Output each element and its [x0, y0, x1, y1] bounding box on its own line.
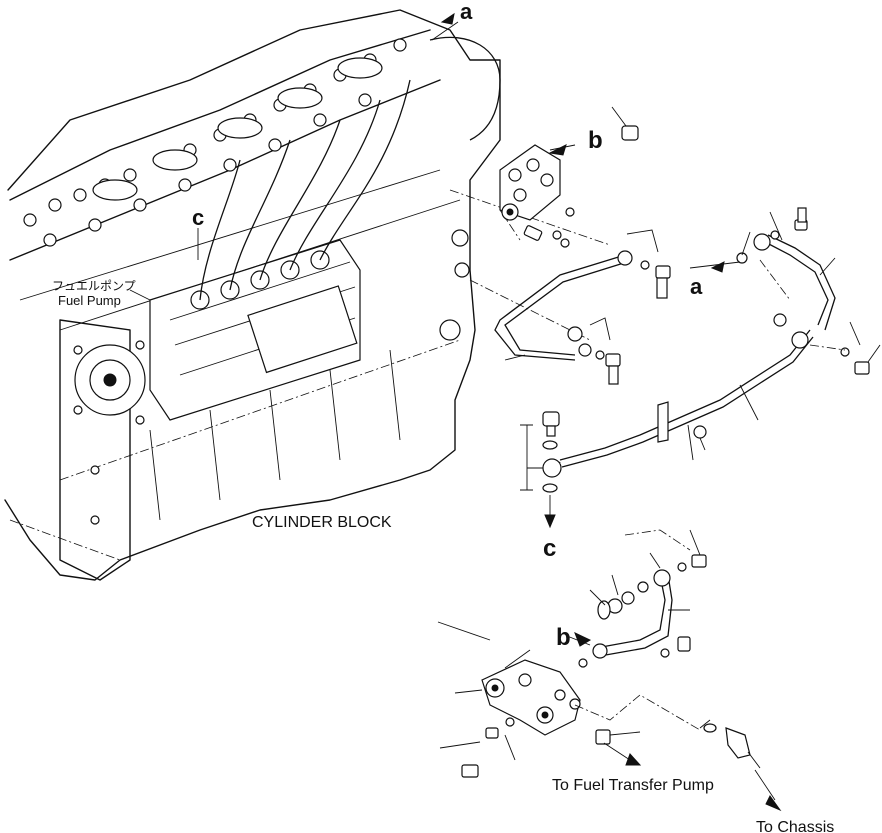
- arrow-fuel-transfer-icon: [625, 753, 642, 766]
- ref-c-engine: c: [192, 205, 204, 230]
- to-fuel-transfer-pump-label: To Fuel Transfer Pump: [552, 777, 714, 794]
- ref-c-pipe: c: [543, 535, 556, 562]
- engine-assembly: [4, 9, 501, 581]
- ref-a-mid: a: [690, 274, 703, 299]
- ref-a-top: a: [460, 0, 473, 24]
- ref-b-top: b: [588, 127, 603, 154]
- arrow-b-top-icon: [548, 144, 567, 156]
- cylinder-block-label: CYLINDER BLOCK: [252, 514, 392, 531]
- arrow-a-mid-icon: [710, 261, 725, 273]
- arrow-a-top-icon: [440, 12, 455, 25]
- ref-b-bottom: b: [556, 624, 571, 651]
- fuel-pump-label-jp: フュエルポンプ: [52, 279, 136, 293]
- arrow-chassis-icon: [765, 795, 782, 812]
- fuel-injection-pump: [149, 239, 361, 421]
- to-chassis-label: To Chassis: [756, 819, 834, 833]
- arrow-b-bottom-icon: [574, 632, 592, 647]
- arrow-c-pipe-icon: [544, 514, 556, 529]
- fuel-pump-label-en: Fuel Pump: [58, 293, 121, 308]
- front-plate-bolts: [73, 340, 145, 525]
- fuel-pipe-assembly: [494, 207, 881, 529]
- filter-head-upper: [499, 106, 639, 248]
- filter-head-lower: [437, 529, 782, 812]
